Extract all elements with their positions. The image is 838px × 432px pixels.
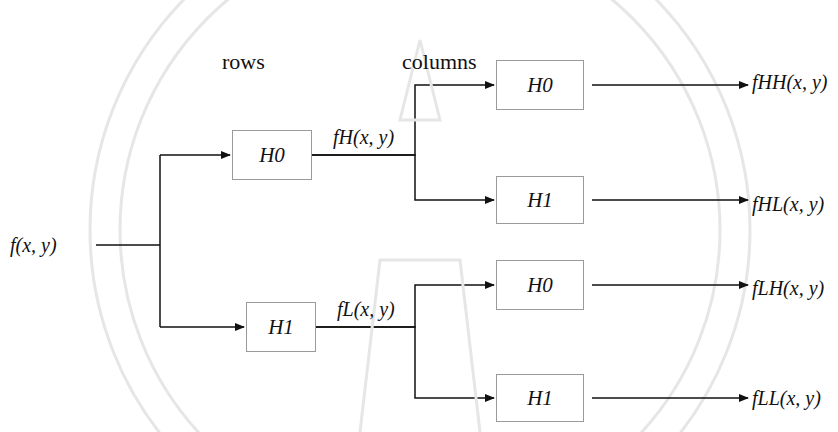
filter-name: H0 bbox=[259, 143, 285, 168]
filter-box: H1 bbox=[496, 176, 584, 224]
filter-box: H0 bbox=[496, 260, 584, 310]
filter-box: H0 bbox=[232, 130, 312, 180]
column-heading: columns bbox=[402, 49, 477, 75]
filter-box: H1 bbox=[246, 302, 316, 352]
input-signal: f(x, y) bbox=[10, 234, 57, 257]
signal-name: fH(x, y) bbox=[333, 126, 394, 149]
watermark-seal bbox=[90, 0, 750, 432]
filter-name: H0 bbox=[527, 73, 553, 98]
output-signal: fLH(x, y) bbox=[752, 277, 824, 300]
output-wires bbox=[592, 85, 748, 398]
signal-name: fL(x, y) bbox=[337, 298, 395, 321]
filter-name: H1 bbox=[268, 315, 294, 340]
signal-line bbox=[316, 327, 494, 398]
filter-name: H1 bbox=[527, 386, 553, 411]
output-signal: fHL(x, y) bbox=[752, 193, 824, 216]
column-heading: rows bbox=[222, 49, 265, 75]
filter-name: H1 bbox=[527, 188, 553, 213]
output-signal: fLL(x, y) bbox=[752, 387, 821, 410]
filter-box: H0 bbox=[496, 60, 584, 110]
input-wire bbox=[96, 155, 244, 327]
output-signal: fHH(x, y) bbox=[752, 71, 828, 94]
signal-line bbox=[312, 155, 494, 200]
filter-name: H0 bbox=[527, 273, 553, 298]
filter-box: H1 bbox=[496, 374, 584, 422]
